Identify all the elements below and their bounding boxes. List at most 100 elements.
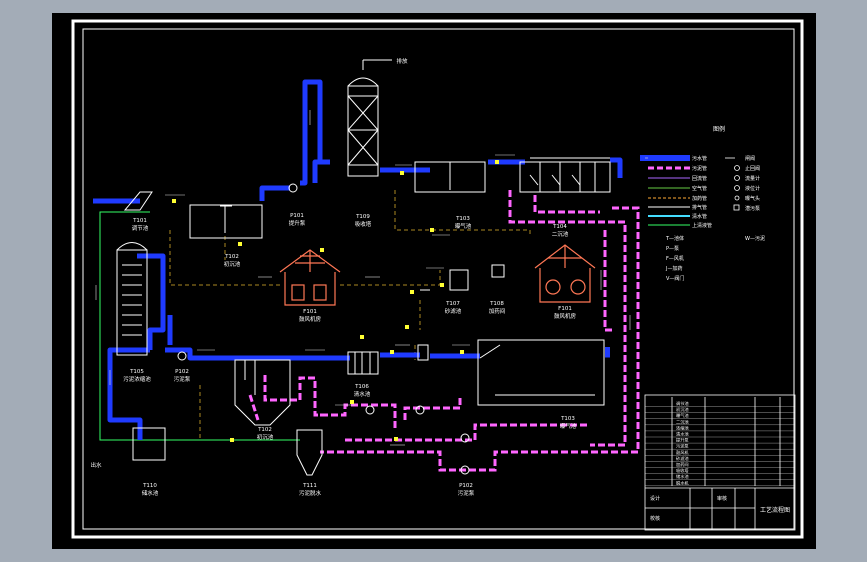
title-row-5: 清水池: [676, 431, 689, 438]
title-row-6: 提升泵: [676, 437, 689, 444]
label-t105-name: 污泥浓缩池: [123, 375, 151, 383]
label-f101-name: 鼓风机房: [299, 315, 322, 323]
legend-code-5: W—污泥: [745, 235, 765, 242]
label-t110-code: T110: [142, 483, 157, 489]
label-exhaust: 排放: [396, 57, 408, 65]
legend-code-3: J—加药: [665, 265, 682, 272]
air-pipes: [99, 211, 300, 441]
tank-t101: [189, 204, 263, 239]
legend-line-7: 上清液管: [692, 222, 712, 229]
title-block-texts: 设计 校核 审核 工艺流程图: [650, 495, 790, 522]
label-t108-code: T108: [489, 301, 504, 307]
legend-line-1: 污泥管: [692, 165, 707, 172]
label-t109-name: 吸收塔: [355, 220, 372, 228]
tank-aeration: [477, 339, 605, 406]
label-t106-name: 清水池: [354, 390, 371, 398]
grit-chamber-shape: [123, 191, 153, 211]
title-row-7: 污泥泵: [676, 443, 689, 450]
legend-line-3: 空气管: [692, 185, 707, 192]
blower-house-right: [534, 244, 596, 303]
tank-right-upper: [519, 161, 611, 193]
legend-line-2: 回流管: [692, 175, 707, 182]
legend-code-0: T—池体: [665, 235, 684, 242]
label-t110-name: 储水池: [142, 489, 159, 497]
title-footer-0: 设计: [650, 495, 660, 502]
label-aeration-code: T103: [560, 416, 575, 422]
title-row-1: 初沉池: [676, 406, 689, 413]
legend-symbol-2: 流量计: [745, 175, 760, 182]
label-t103-code: T103: [455, 216, 470, 222]
legend-symbol-5: 潜污泵: [745, 205, 760, 212]
pipe-tags: [95, 110, 660, 446]
title-row-10: 加药间: [676, 461, 689, 468]
label-f101-code: F101: [303, 309, 317, 315]
sludge-pipes: [248, 190, 640, 472]
legend: 图例 污水管 污泥管 回流管 空气管 加药管 排气管 清水管 上清液管: [648, 125, 765, 282]
legend-symbol-0: 闸阀: [745, 155, 755, 162]
legend-title: 图例: [713, 125, 725, 133]
legend-symbol-4: 曝气头: [745, 195, 760, 202]
label-p101-code: P101: [290, 213, 304, 219]
blower-house-left: [279, 249, 341, 306]
label-f101b-code: F101: [558, 306, 572, 312]
label-clarifier-name: 初沉池: [257, 433, 274, 441]
outer-frame: [71, 19, 804, 539]
label-t108-name: 加药间: [489, 307, 506, 315]
legend-symbol-3: 液位计: [745, 185, 760, 192]
title-block: [644, 394, 796, 531]
label-clarifier-code: T102: [257, 427, 272, 433]
absorption-tower: [347, 85, 379, 177]
label-p102-code: P102: [175, 369, 189, 375]
label-t111-name: 污泥脱水: [299, 489, 322, 497]
title-row-2: 曝气池: [676, 412, 689, 418]
label-aeration-name: 曝气池: [560, 422, 577, 430]
label-pump-bottom-code: P102: [459, 483, 473, 489]
title-row-13: 脱水机: [676, 479, 689, 486]
label-effluent: 出水: [90, 461, 102, 469]
filter-box: [347, 351, 379, 375]
label-t102-name: 初沉池: [224, 260, 241, 268]
legend-code-1: P—泵: [666, 246, 679, 252]
label-t104-name: 二沉池: [552, 230, 569, 238]
legend-symbol-1: 止回阀: [745, 165, 760, 172]
label-pump-bottom-name: 污泥泵: [458, 489, 475, 497]
legend-code-4: V—阀门: [666, 275, 684, 282]
label-t101-code: T101: [132, 218, 147, 224]
label-t106-code: T106: [354, 384, 369, 390]
label-t107-code: T107: [445, 301, 460, 307]
title-row-12: 储水池: [676, 473, 689, 480]
water-pipes: [93, 79, 623, 440]
label-f101b-name: 鼓风机房: [554, 312, 577, 320]
drawing-title: 工艺流程图: [760, 506, 790, 514]
legend-line-5: 排气管: [692, 204, 707, 211]
legend-line-0: 污水管: [692, 155, 707, 162]
sludge-thickener: [296, 429, 323, 476]
tank-t110: [132, 427, 166, 461]
label-p101-name: 提升泵: [289, 219, 306, 227]
label-t107-name: 砂滤池: [445, 307, 462, 315]
label-t101-name: 调节池: [132, 224, 149, 232]
label-t111-code: T111: [302, 483, 317, 489]
label-t104-code: T104: [552, 224, 567, 230]
title-row-4: 浓缩池: [676, 424, 689, 431]
title-row-9: 砂滤池: [676, 455, 689, 462]
equipment: [116, 59, 611, 476]
inner-frame: [82, 28, 795, 530]
label-t109-code: T109: [355, 214, 370, 220]
label-p102-name: 污泥泵: [174, 375, 191, 383]
label-t105-code: T105: [129, 369, 144, 375]
title-footer-2: 审核: [717, 495, 727, 502]
filter-column: [116, 249, 148, 356]
label-t103-name: 曝气池: [455, 222, 472, 230]
title-row-0: 调节池: [676, 400, 689, 407]
drawing-canvas: [52, 13, 816, 549]
title-row-8: 鼓风机: [676, 449, 689, 456]
title-row-3: 二沉池: [676, 418, 689, 425]
legend-code-2: F—风机: [666, 255, 684, 262]
title-block-rows: 调节池初沉池曝气池二沉池浓缩池清水池提升泵污泥泵鼓风机砂滤池加药间吸收塔储水池脱…: [645, 400, 795, 486]
title-footer-1: 校核: [650, 515, 660, 522]
valves: [172, 160, 499, 442]
title-row-11: 吸收塔: [676, 467, 689, 474]
legend-line-4: 加药管: [692, 195, 707, 202]
